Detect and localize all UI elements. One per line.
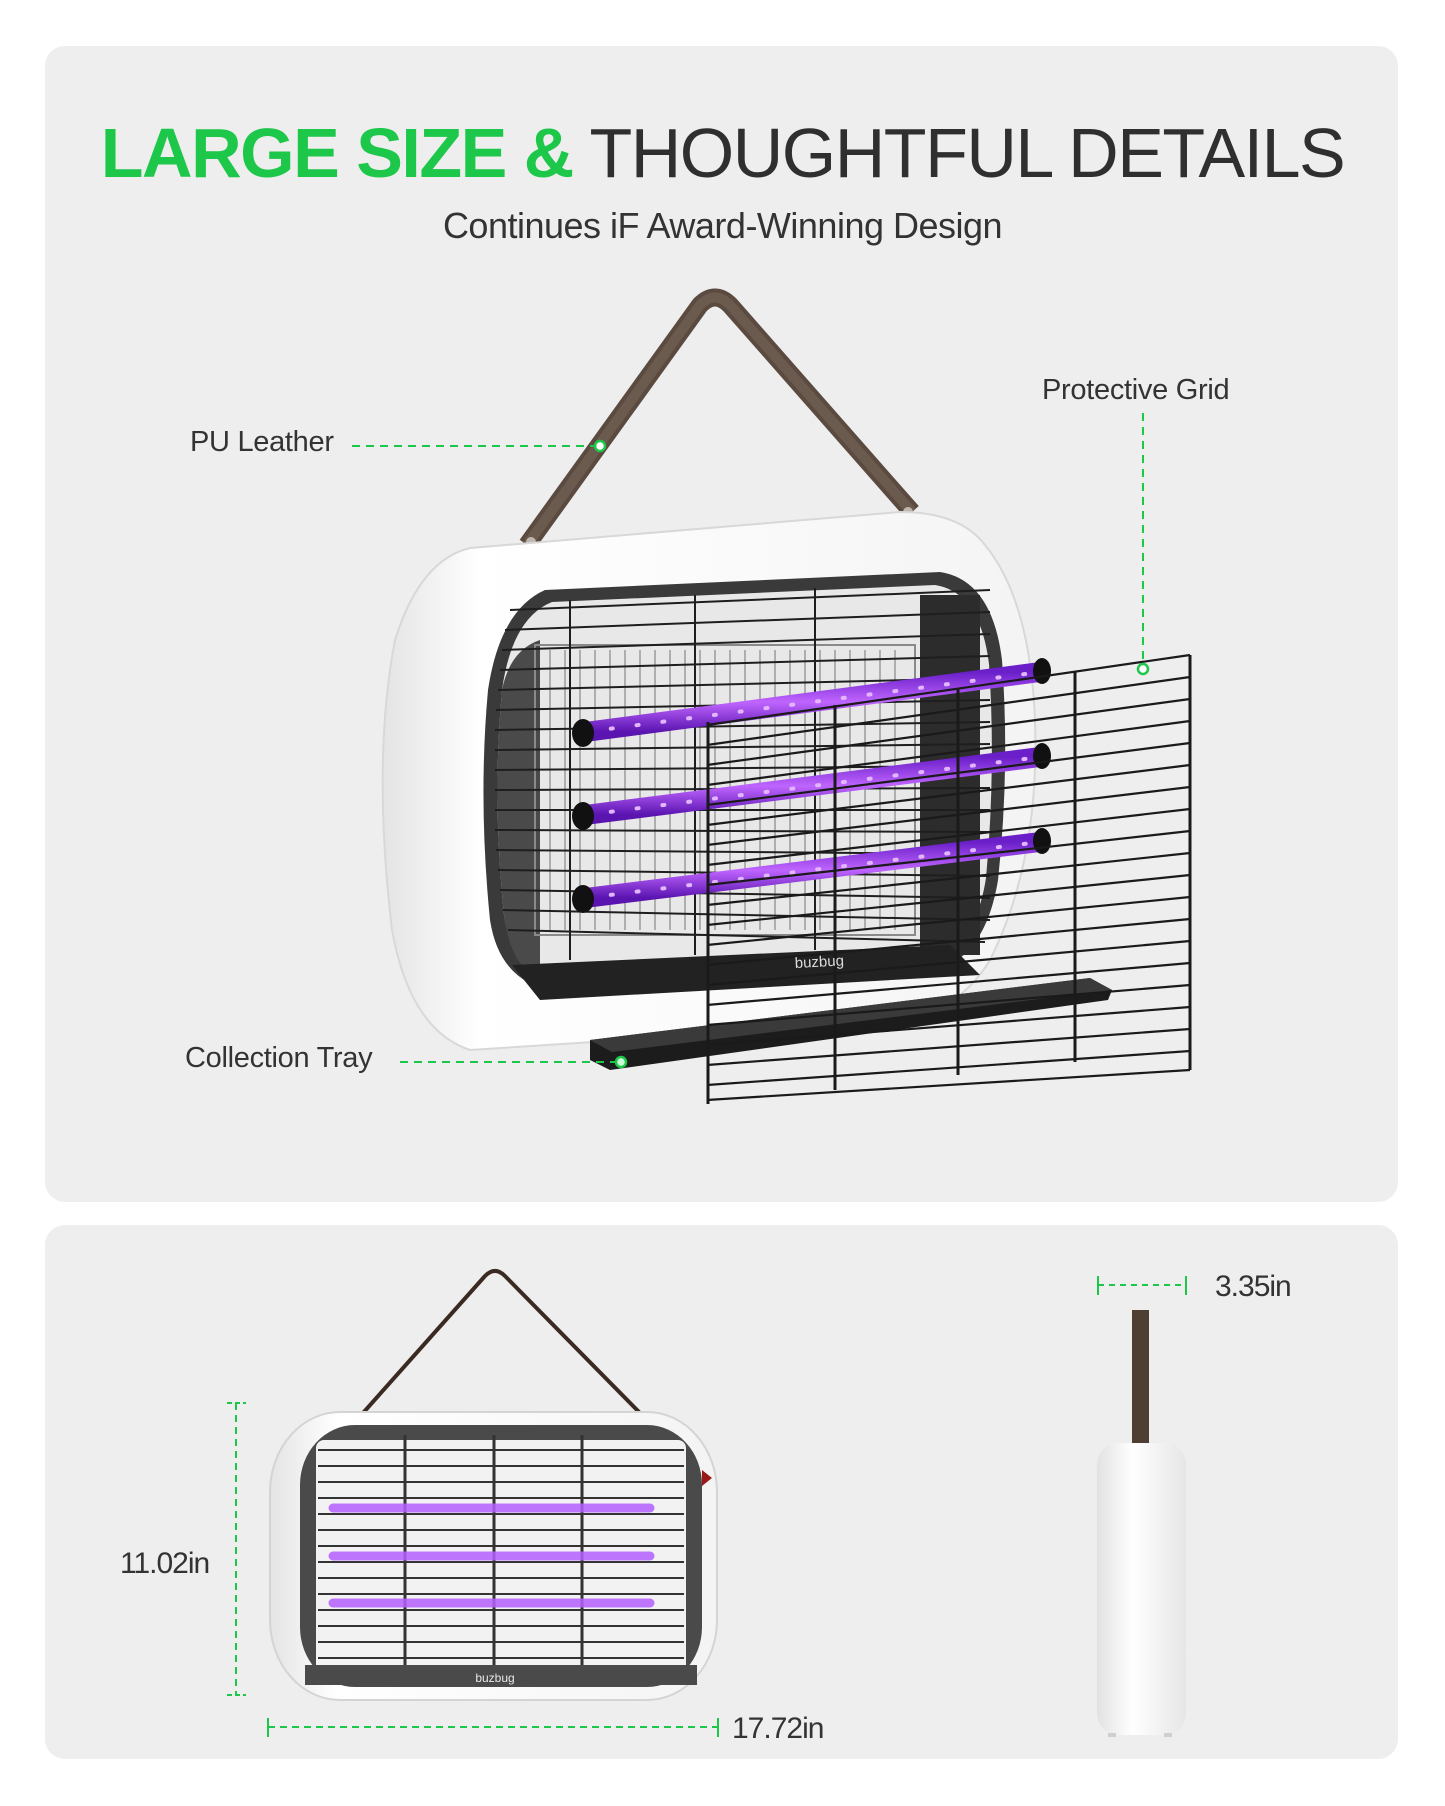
callout-protective-grid: Protective Grid xyxy=(1042,374,1230,406)
title-rest: THOUGHTFUL DETAILS xyxy=(572,114,1345,192)
callout-pu-leather: PU Leather xyxy=(190,426,334,458)
protective-grid-marker-icon xyxy=(1136,662,1150,676)
height-dimension-label: 11.02in xyxy=(120,1547,210,1580)
width-dimension-line xyxy=(267,1718,719,1737)
page-title: LARGE SIZE & THOUGHTFUL DETAILS xyxy=(0,118,1445,188)
pu-leather-marker-icon xyxy=(593,439,607,453)
protective-grid xyxy=(706,653,1192,1104)
callout-collection-tray: Collection Tray xyxy=(185,1042,373,1074)
collection-tray xyxy=(590,978,1112,1070)
front-strap xyxy=(361,1269,642,1415)
callout-lines xyxy=(352,413,1144,1063)
collection-tray-marker-icon xyxy=(614,1055,628,1069)
depth-dimension-label: 3.35in xyxy=(1215,1270,1292,1303)
height-dimension-line xyxy=(227,1402,246,1696)
leather-strap xyxy=(519,288,919,551)
brand-logo: buzbug xyxy=(794,952,844,972)
title-accent: LARGE SIZE & xyxy=(100,114,575,192)
front-brand-logo: buzbug xyxy=(475,1671,514,1685)
power-switch-icon xyxy=(702,1470,712,1486)
side-strap xyxy=(1132,1310,1149,1444)
front-view-product: buzbug xyxy=(269,1269,718,1701)
depth-dimension-line xyxy=(1097,1276,1187,1295)
width-dimension-label: 17.72in xyxy=(732,1712,824,1745)
page-subtitle: Continues iF Award-Winning Design xyxy=(442,205,1003,246)
side-view-product xyxy=(1097,1310,1186,1737)
callout-markers xyxy=(593,439,1150,1069)
dimension-lines xyxy=(227,1276,1187,1737)
